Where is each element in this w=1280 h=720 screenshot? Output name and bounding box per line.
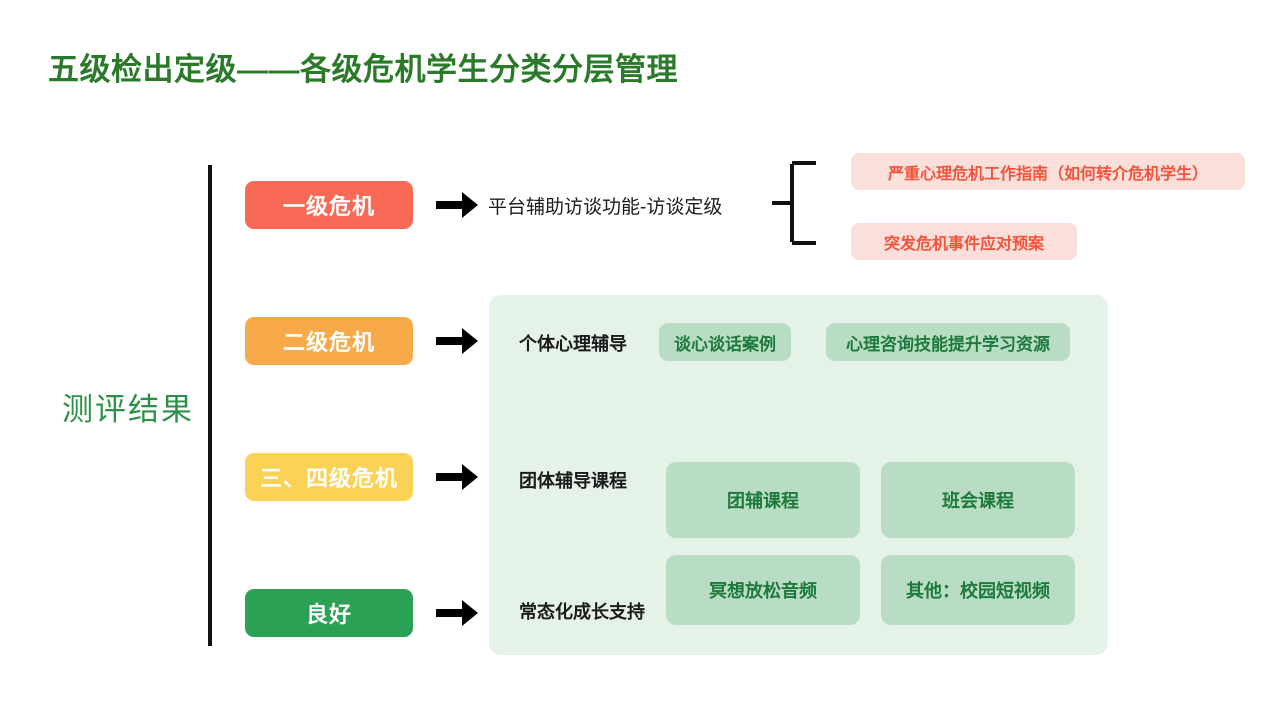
level-chip-3-4[interactable]: 三、四级危机: [245, 453, 413, 501]
resource-card-class-meeting-course[interactable]: 班会课程: [881, 462, 1075, 538]
resource-card-campus-short-video[interactable]: 其他：校园短视频: [881, 555, 1075, 625]
level-chip-2[interactable]: 二级危机: [245, 317, 413, 365]
level-row-3-4: 三、四级危机: [245, 453, 481, 501]
resource-card-group-course[interactable]: 团辅课程: [666, 462, 860, 538]
level-row-good: 良好: [245, 589, 481, 637]
resource-pill-crisis-guide[interactable]: 严重心理危机工作指南（如何转介危机学生）: [851, 153, 1245, 190]
level-chip-1[interactable]: 一级危机: [245, 181, 413, 229]
arrow-right-icon: [433, 600, 481, 626]
level-row-1: 一级危机: [245, 181, 481, 229]
resource-pill-emergency-plan[interactable]: 突发危机事件应对预案: [851, 223, 1077, 260]
section-label-group-courses: 团体辅导课程: [519, 471, 627, 491]
resource-chip-talk-cases[interactable]: 谈心谈话案例: [659, 323, 791, 361]
assessment-result-label: 测评结果: [62, 392, 194, 427]
resource-chip-counseling-skills[interactable]: 心理咨询技能提升学习资源: [826, 323, 1070, 361]
interview-grading-text: 平台辅助访谈功能-访谈定级: [488, 197, 723, 218]
level-row-2: 二级危机: [245, 317, 481, 365]
arrow-right-icon: [433, 328, 481, 354]
arrow-right-icon: [433, 464, 481, 490]
vertical-axis-line: [208, 165, 212, 646]
section-label-individual-counseling: 个体心理辅导: [519, 334, 627, 354]
level-chip-good[interactable]: 良好: [245, 589, 413, 637]
curly-bracket-icon: [772, 160, 818, 246]
arrow-right-icon: [433, 192, 481, 218]
section-label-routine-support: 常态化成长支持: [519, 602, 645, 622]
page-title: 五级检出定级——各级危机学生分类分层管理: [48, 52, 678, 87]
resource-card-meditation-audio[interactable]: 冥想放松音频: [666, 555, 860, 625]
